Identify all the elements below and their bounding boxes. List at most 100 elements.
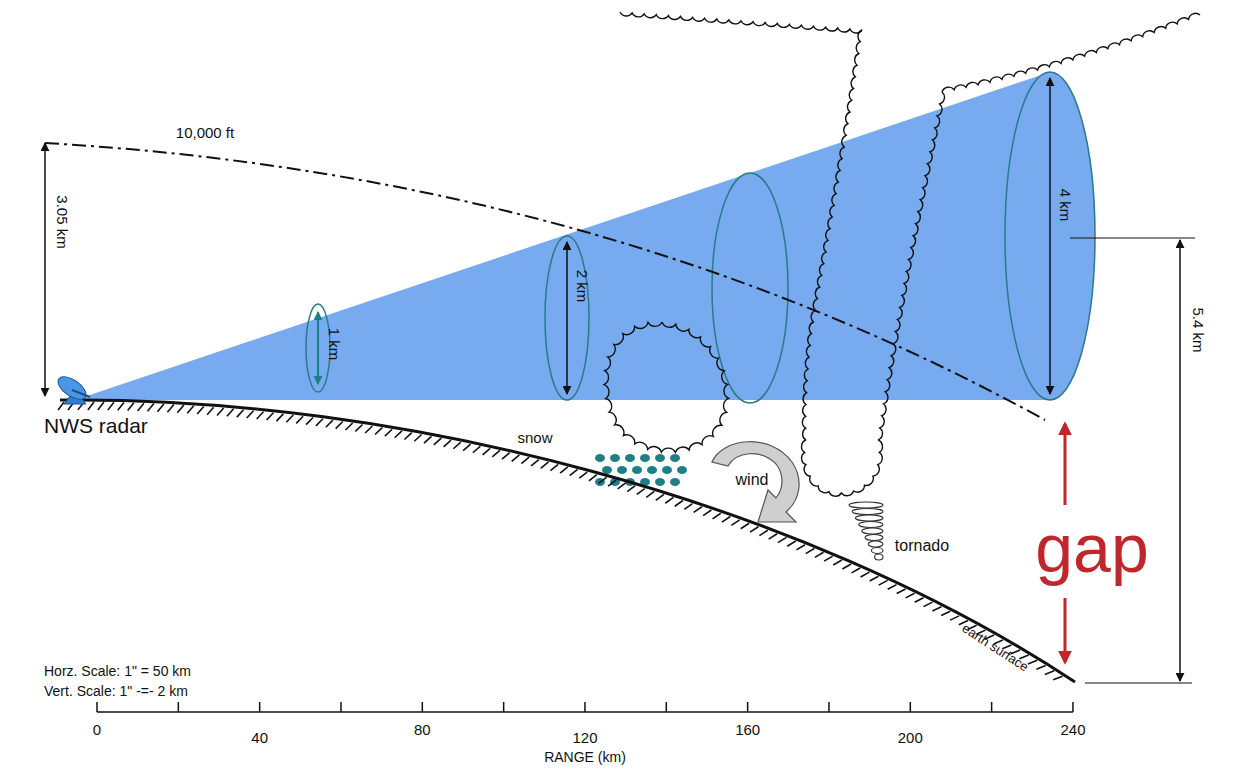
hatch-stroke [167, 405, 173, 413]
hatch-stroke [346, 423, 353, 430]
axis-tick [1072, 702, 1074, 712]
snow-dot [617, 466, 627, 474]
beam-section [712, 173, 788, 403]
snow-dot [647, 466, 657, 474]
hatch-stroke [589, 475, 597, 481]
snow-dot [655, 478, 665, 486]
tornado-coil [868, 541, 883, 547]
tornado-coil [849, 502, 883, 508]
hatch-stroke [306, 417, 313, 424]
hatch-stroke [316, 419, 323, 426]
hatch-stroke [815, 552, 824, 557]
hatch-stroke [618, 483, 626, 489]
tornado-coil [859, 522, 883, 528]
dimension-label: 5.4 km [1190, 307, 1207, 352]
axis-tick-label: 240 [1060, 722, 1085, 739]
snow-dot [625, 454, 635, 462]
earth-surface [60, 400, 1075, 682]
gap-arrow [1064, 598, 1067, 662]
hatch-stroke [247, 411, 254, 418]
hatch-stroke [365, 426, 372, 433]
hatch-stroke [237, 410, 244, 417]
extension-line [1085, 682, 1192, 683]
scale-note: Vert. Scale: 1" -=- 2 km [44, 684, 188, 699]
cloud-outline [802, 440, 883, 496]
hatch-stroke [118, 402, 124, 410]
axis-tick [259, 702, 261, 712]
hatch-stroke [326, 420, 333, 427]
tornado-coil [865, 535, 883, 541]
hatch-stroke [157, 404, 163, 412]
altitude-line [45, 143, 1045, 420]
axis-tick [96, 702, 98, 712]
hatch-stroke [915, 598, 924, 603]
hatch-stroke [787, 541, 796, 546]
hatch-stroke [187, 406, 194, 414]
hatch-stroke [675, 501, 683, 507]
axis-tick [828, 702, 830, 712]
hatch-stroke [879, 580, 888, 585]
hatch-stroke [627, 486, 635, 492]
extension-line [1070, 237, 1195, 238]
radar-dish [54, 372, 90, 404]
hatch-stroke [207, 407, 214, 415]
hatch-stroke [286, 415, 293, 422]
hatch-stroke [656, 494, 664, 500]
hatch-stroke [888, 585, 897, 590]
altitude-label: 10,000 ft [174, 125, 236, 142]
cloud-outline [878, 92, 944, 440]
hatch-stroke [852, 568, 861, 573]
dimension-label: 3.05 km [54, 195, 71, 248]
hatch-stroke [463, 444, 471, 451]
gap-arrow [1064, 424, 1067, 505]
hatch-stroke [579, 472, 587, 478]
weather-label: snow [517, 430, 552, 447]
hatch-stroke [296, 416, 303, 423]
snow-dot [677, 466, 687, 474]
hatch-stroke [906, 593, 915, 598]
hatch-stroke [950, 616, 959, 620]
hatch-stroke [1053, 676, 1062, 679]
axis-tick [178, 702, 180, 712]
cloud-outline [942, 13, 1200, 92]
scale-note: Horz. Scale: 1" = 50 km [44, 664, 191, 679]
hatch-stroke [684, 504, 692, 510]
hatch-stroke [570, 469, 578, 475]
axis-tick-label: 120 [572, 730, 597, 747]
weather-label: tornado [895, 537, 949, 555]
clouds [604, 12, 1200, 496]
hatch-stroke [941, 611, 950, 615]
hatch-stroke [88, 402, 94, 410]
snow-dot [602, 466, 612, 474]
hatch-stroke [453, 442, 460, 449]
hatch-stroke [502, 453, 510, 459]
hatch-stroke [531, 460, 539, 466]
hatch-stroke [665, 497, 673, 503]
dimension-arrow [317, 312, 319, 384]
hatch-stroke [375, 428, 382, 435]
hatch-stroke [483, 448, 491, 455]
hatch-stroke [608, 480, 616, 486]
axis-tick-label: 40 [251, 730, 268, 747]
dimension-arrow [566, 242, 568, 394]
tornado-coil [862, 528, 883, 534]
snow-dot [632, 466, 642, 474]
cloud-outline [620, 12, 862, 33]
hatch-stroke [741, 523, 749, 528]
dimension-arrow [44, 143, 46, 396]
hatch-stroke [897, 589, 906, 594]
axis-title: RANGE (km) [544, 750, 626, 765]
axis-tick [422, 702, 424, 712]
hatch-stroke [599, 477, 607, 483]
axis-tick-label: 160 [735, 722, 760, 739]
gap-label: gap [1035, 511, 1148, 586]
hatch-stroke [833, 560, 842, 565]
hatch-stroke [434, 438, 441, 445]
axis-tick-label: 0 [93, 722, 101, 739]
axis-tick [910, 702, 912, 712]
hatch-stroke [637, 489, 645, 495]
tornado-coil [871, 548, 883, 554]
snow-dot [595, 454, 605, 462]
snow-dot [640, 454, 650, 462]
